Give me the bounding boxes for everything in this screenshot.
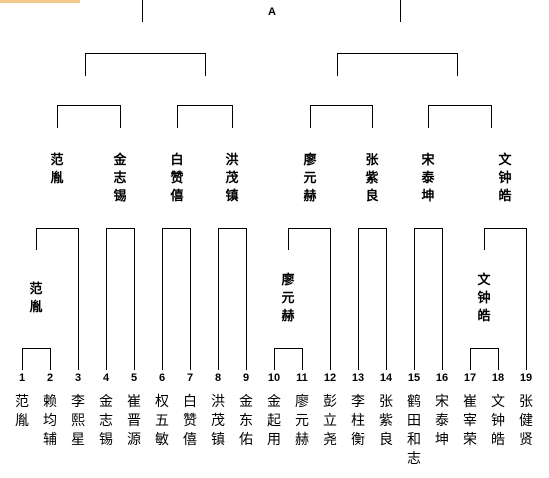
- player-name: 宋泰坤: [435, 394, 449, 448]
- seed-number: 3: [74, 372, 82, 384]
- r1-winner-3: 文钟皓: [477, 273, 491, 324]
- seed-number: 6: [158, 372, 166, 384]
- bracket-line: [36, 228, 79, 370]
- player-name: 赖均辅: [43, 394, 57, 448]
- r1-winner-1: 范胤: [29, 282, 43, 315]
- seed-number: 13: [351, 372, 365, 384]
- player-name: 文钟皓: [491, 394, 505, 448]
- player-name: 金起用: [267, 394, 281, 448]
- seed-number: 8: [214, 372, 222, 384]
- r2-winner-7: 宋泰坤: [421, 153, 435, 204]
- player-name: 李熙星: [71, 394, 85, 448]
- seed-number: 10: [267, 372, 281, 384]
- bracket-line: [288, 228, 331, 370]
- seed-number: 18: [491, 372, 505, 384]
- bracket-line: [337, 53, 458, 76]
- player-name: 崔晋源: [127, 394, 141, 448]
- seed-number: 1: [18, 372, 26, 384]
- r2-winner-4: 洪茂镇: [225, 153, 239, 204]
- bracket-line: [218, 228, 247, 370]
- seed-number: 4: [102, 372, 110, 384]
- seed-number: 16: [435, 372, 449, 384]
- seed-number: 19: [519, 372, 533, 384]
- player-name: 洪茂镇: [211, 394, 225, 448]
- bracket-line: [428, 105, 492, 128]
- bracket-line: [22, 348, 51, 370]
- r1-winner-2: 廖元赫: [281, 273, 295, 324]
- player-name: 崔宰荣: [463, 394, 477, 448]
- bracket-line: [484, 228, 527, 370]
- r2-winner-2: 金志锡: [113, 153, 127, 204]
- player-name: 权五敏: [155, 394, 169, 448]
- seed-number: 15: [407, 372, 421, 384]
- bracket-line: [358, 228, 387, 370]
- r2-winner-8: 文钟皓: [498, 153, 512, 204]
- bracket-line: [57, 105, 121, 128]
- r2-winner-5: 廖元赫: [303, 153, 317, 204]
- r2-winner-3: 白赞僖: [170, 153, 184, 204]
- seed-number: 7: [186, 372, 194, 384]
- seed-number: 17: [463, 372, 477, 384]
- bracket-line: [106, 228, 135, 370]
- bracket-line: [177, 105, 233, 128]
- player-name: 彭立尧: [323, 394, 337, 448]
- player-name: 张健贤: [519, 394, 533, 448]
- player-name: 张紫良: [379, 394, 393, 448]
- bracket-line: [470, 348, 499, 370]
- player-name: 金志锡: [99, 394, 113, 448]
- r2-winner-6: 张紫良: [365, 153, 379, 204]
- player-name: 白赞僖: [183, 394, 197, 448]
- r2-winner-1: 范胤: [50, 153, 64, 186]
- seed-number: 5: [130, 372, 138, 384]
- bracket-line: [162, 228, 191, 370]
- bracket-line: [85, 53, 206, 76]
- seed-number: 11: [296, 372, 308, 384]
- bracket-line: [310, 105, 373, 128]
- seed-number: 14: [379, 372, 393, 384]
- player-name: 范胤: [15, 394, 29, 429]
- corner-highlight: [0, 0, 80, 3]
- bracket-line: [414, 228, 443, 370]
- player-name: 廖元赫: [295, 394, 309, 448]
- seed-number: 2: [46, 372, 54, 384]
- player-name: 鹤田和志: [407, 394, 421, 467]
- bracket-title: A: [268, 6, 276, 18]
- player-name: 李柱衡: [351, 394, 365, 448]
- seed-number: 9: [242, 372, 250, 384]
- bracket-line: [274, 348, 303, 370]
- seed-number: 12: [323, 372, 337, 384]
- player-name: 金东佑: [239, 394, 253, 448]
